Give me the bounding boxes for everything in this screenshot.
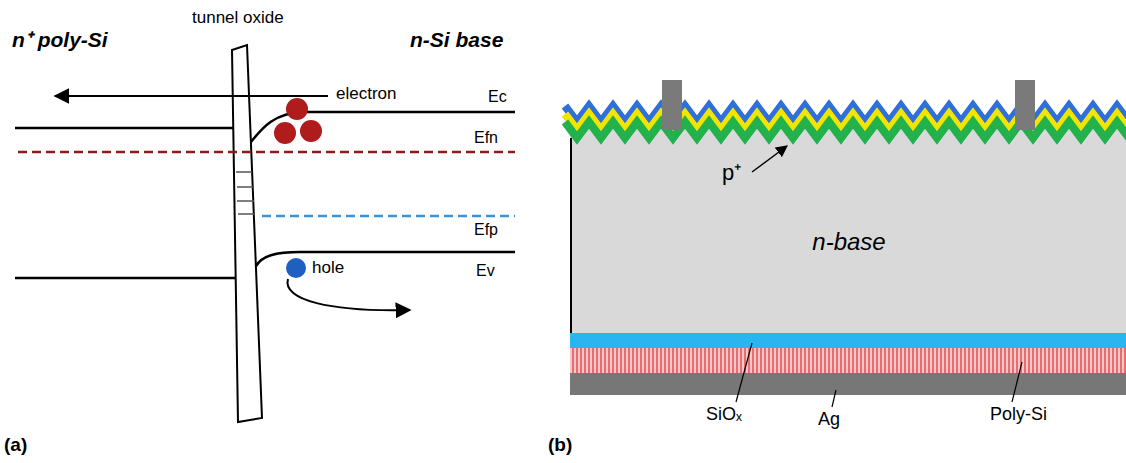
ag-layer [570, 373, 1126, 395]
base-region: n-base [572, 150, 1126, 333]
conduction-band-left [15, 127, 233, 130]
valence-band-left [15, 277, 236, 280]
ag-leader [832, 390, 836, 407]
defect-states [236, 172, 254, 214]
layer-label: p⁺ [722, 160, 741, 185]
hole-dot [286, 258, 306, 278]
tunnel-oxide-barrier [232, 45, 262, 422]
hole-flow-arrow [287, 279, 410, 310]
layer-label: Ag [818, 409, 840, 430]
poly-si-layer [570, 348, 1126, 373]
edge-line [570, 138, 572, 333]
siox-layer [570, 333, 1126, 348]
poly-si-leader [1012, 362, 1022, 402]
surface-layer [565, 122, 1126, 138]
electron-flow-arrow [55, 95, 328, 97]
metal-finger [662, 80, 682, 130]
electron-dot [300, 120, 322, 142]
region-label: n-base [812, 228, 885, 256]
carrier-label: hole [312, 258, 344, 278]
layer-label: Poly-Si [990, 404, 1047, 425]
panel-label: (a) [4, 434, 27, 456]
band-label: Efp [474, 221, 498, 239]
hole-quasi-fermi-level [262, 215, 515, 218]
panel-label: (b) [548, 434, 572, 456]
layer-label: tunnel oxide [192, 8, 284, 28]
band-label: Ec [488, 88, 507, 106]
electron-dot [286, 98, 308, 120]
band-diagram [15, 45, 515, 422]
band-label: Ev [476, 262, 495, 280]
electron-dot [274, 122, 296, 144]
p-plus-leader [752, 146, 787, 172]
electron-quasi-fermi-level [18, 151, 515, 154]
material-label: n-Si base [410, 28, 503, 52]
n-base-substrate [570, 122, 1126, 333]
carrier-label: electron [336, 84, 396, 104]
metal-finger [1015, 80, 1035, 130]
siox-leader [736, 343, 752, 402]
material-label: n⁺ poly-Si [12, 28, 108, 52]
layer-label: SiOₓ [706, 404, 742, 425]
cell-cross-section [565, 80, 1126, 407]
band-label: Efn [474, 129, 498, 147]
